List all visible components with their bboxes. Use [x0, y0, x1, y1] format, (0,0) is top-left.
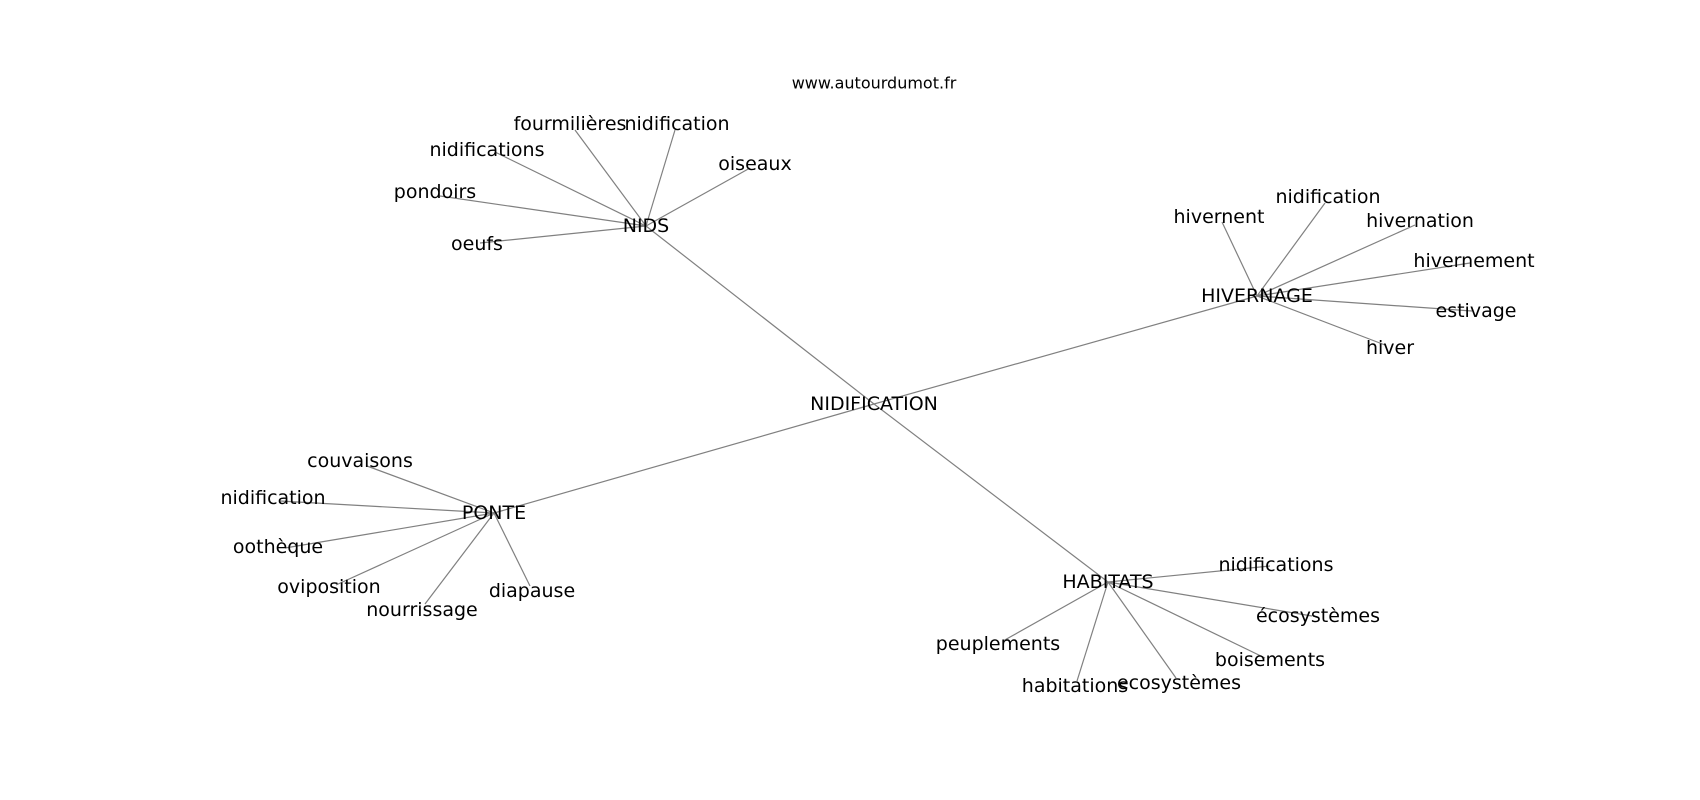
word-node-nids-5: oeufs	[451, 233, 503, 255]
word-node-hivernage-2: hivernation	[1366, 210, 1474, 232]
edge-habitats-4	[1076, 581, 1109, 682]
word-node-hivernage-1: nidification	[1275, 186, 1380, 208]
word-node-hivernage-3: hivernement	[1413, 250, 1534, 272]
graph-edges	[279, 129, 1473, 682]
word-node-ponte-0: couvaisons	[307, 450, 413, 472]
edge-nids-5	[479, 225, 647, 244]
edge-hivernage-5	[1256, 295, 1386, 346]
edge-nids-3	[494, 151, 647, 227]
edge-habitats-1	[1107, 581, 1313, 617]
edge-hivernage-4	[1256, 295, 1473, 312]
edge-center-nids	[645, 225, 875, 405]
hub-node-habitats: HABITATS	[1062, 571, 1153, 593]
word-node-habitats-5: peuplements	[936, 633, 1060, 655]
edge-ponte-5	[493, 512, 531, 587]
edge-ponte-3	[335, 512, 495, 586]
word-node-ponte-2: oothèque	[233, 536, 323, 558]
edge-hivernage-2	[1256, 224, 1416, 297]
word-node-ponte-4: nourrissage	[366, 599, 477, 621]
edge-hivernage-0	[1221, 221, 1258, 297]
site-label: www.autourdumot.fr	[792, 74, 957, 93]
word-node-nids-0: fourmilières	[514, 113, 627, 135]
edge-nids-4	[439, 195, 647, 227]
word-node-hivernage-0: hivernent	[1174, 206, 1265, 228]
word-node-ponte-1: nidification	[220, 487, 325, 509]
word-node-nids-2: oiseaux	[718, 153, 791, 175]
edge-habitats-5	[1002, 581, 1109, 642]
edge-hivernage-1	[1256, 202, 1326, 297]
edge-habitats-3	[1107, 581, 1177, 679]
edge-nids-0	[574, 129, 647, 227]
word-node-nids-1: nidification	[624, 113, 729, 135]
center-node: NIDIFICATION	[810, 393, 938, 415]
edge-center-habitats	[873, 403, 1109, 583]
word-node-nids-3: nidifications	[429, 139, 544, 161]
edge-ponte-0	[366, 465, 495, 514]
word-node-ponte-3: oviposition	[277, 576, 380, 598]
hub-node-hivernage: HIVERNAGE	[1201, 285, 1313, 307]
edge-center-ponte	[493, 403, 875, 514]
word-node-nids-4: pondoirs	[394, 181, 476, 203]
edge-nids-2	[645, 167, 751, 227]
word-node-habitats-3: ecosystèmes	[1117, 672, 1241, 694]
edge-ponte-1	[279, 500, 495, 514]
edge-habitats-0	[1107, 565, 1271, 583]
edge-ponte-2	[284, 512, 495, 549]
hub-node-ponte: PONTE	[462, 502, 526, 524]
word-node-habitats-4: habitations	[1022, 675, 1128, 697]
edge-nids-1	[645, 129, 676, 227]
graph-labels: www.autourdumot.fr NIDIFICATION NIDS four…	[220, 74, 1534, 698]
edge-center-hivernage	[873, 295, 1258, 405]
edge-ponte-4	[424, 512, 495, 605]
word-node-ponte-5: diapause	[489, 580, 575, 602]
word-node-habitats-2: boisements	[1215, 649, 1325, 671]
hub-node-nids: NIDS	[623, 215, 670, 237]
word-node-hivernage-4: estivage	[1436, 300, 1517, 322]
edge-habitats-2	[1107, 581, 1266, 659]
word-node-habitats-1: écosystèmes	[1256, 605, 1380, 627]
word-node-habitats-0: nidifications	[1218, 554, 1333, 576]
edge-hivernage-3	[1256, 262, 1471, 297]
word-node-hivernage-5: hiver	[1366, 337, 1414, 359]
